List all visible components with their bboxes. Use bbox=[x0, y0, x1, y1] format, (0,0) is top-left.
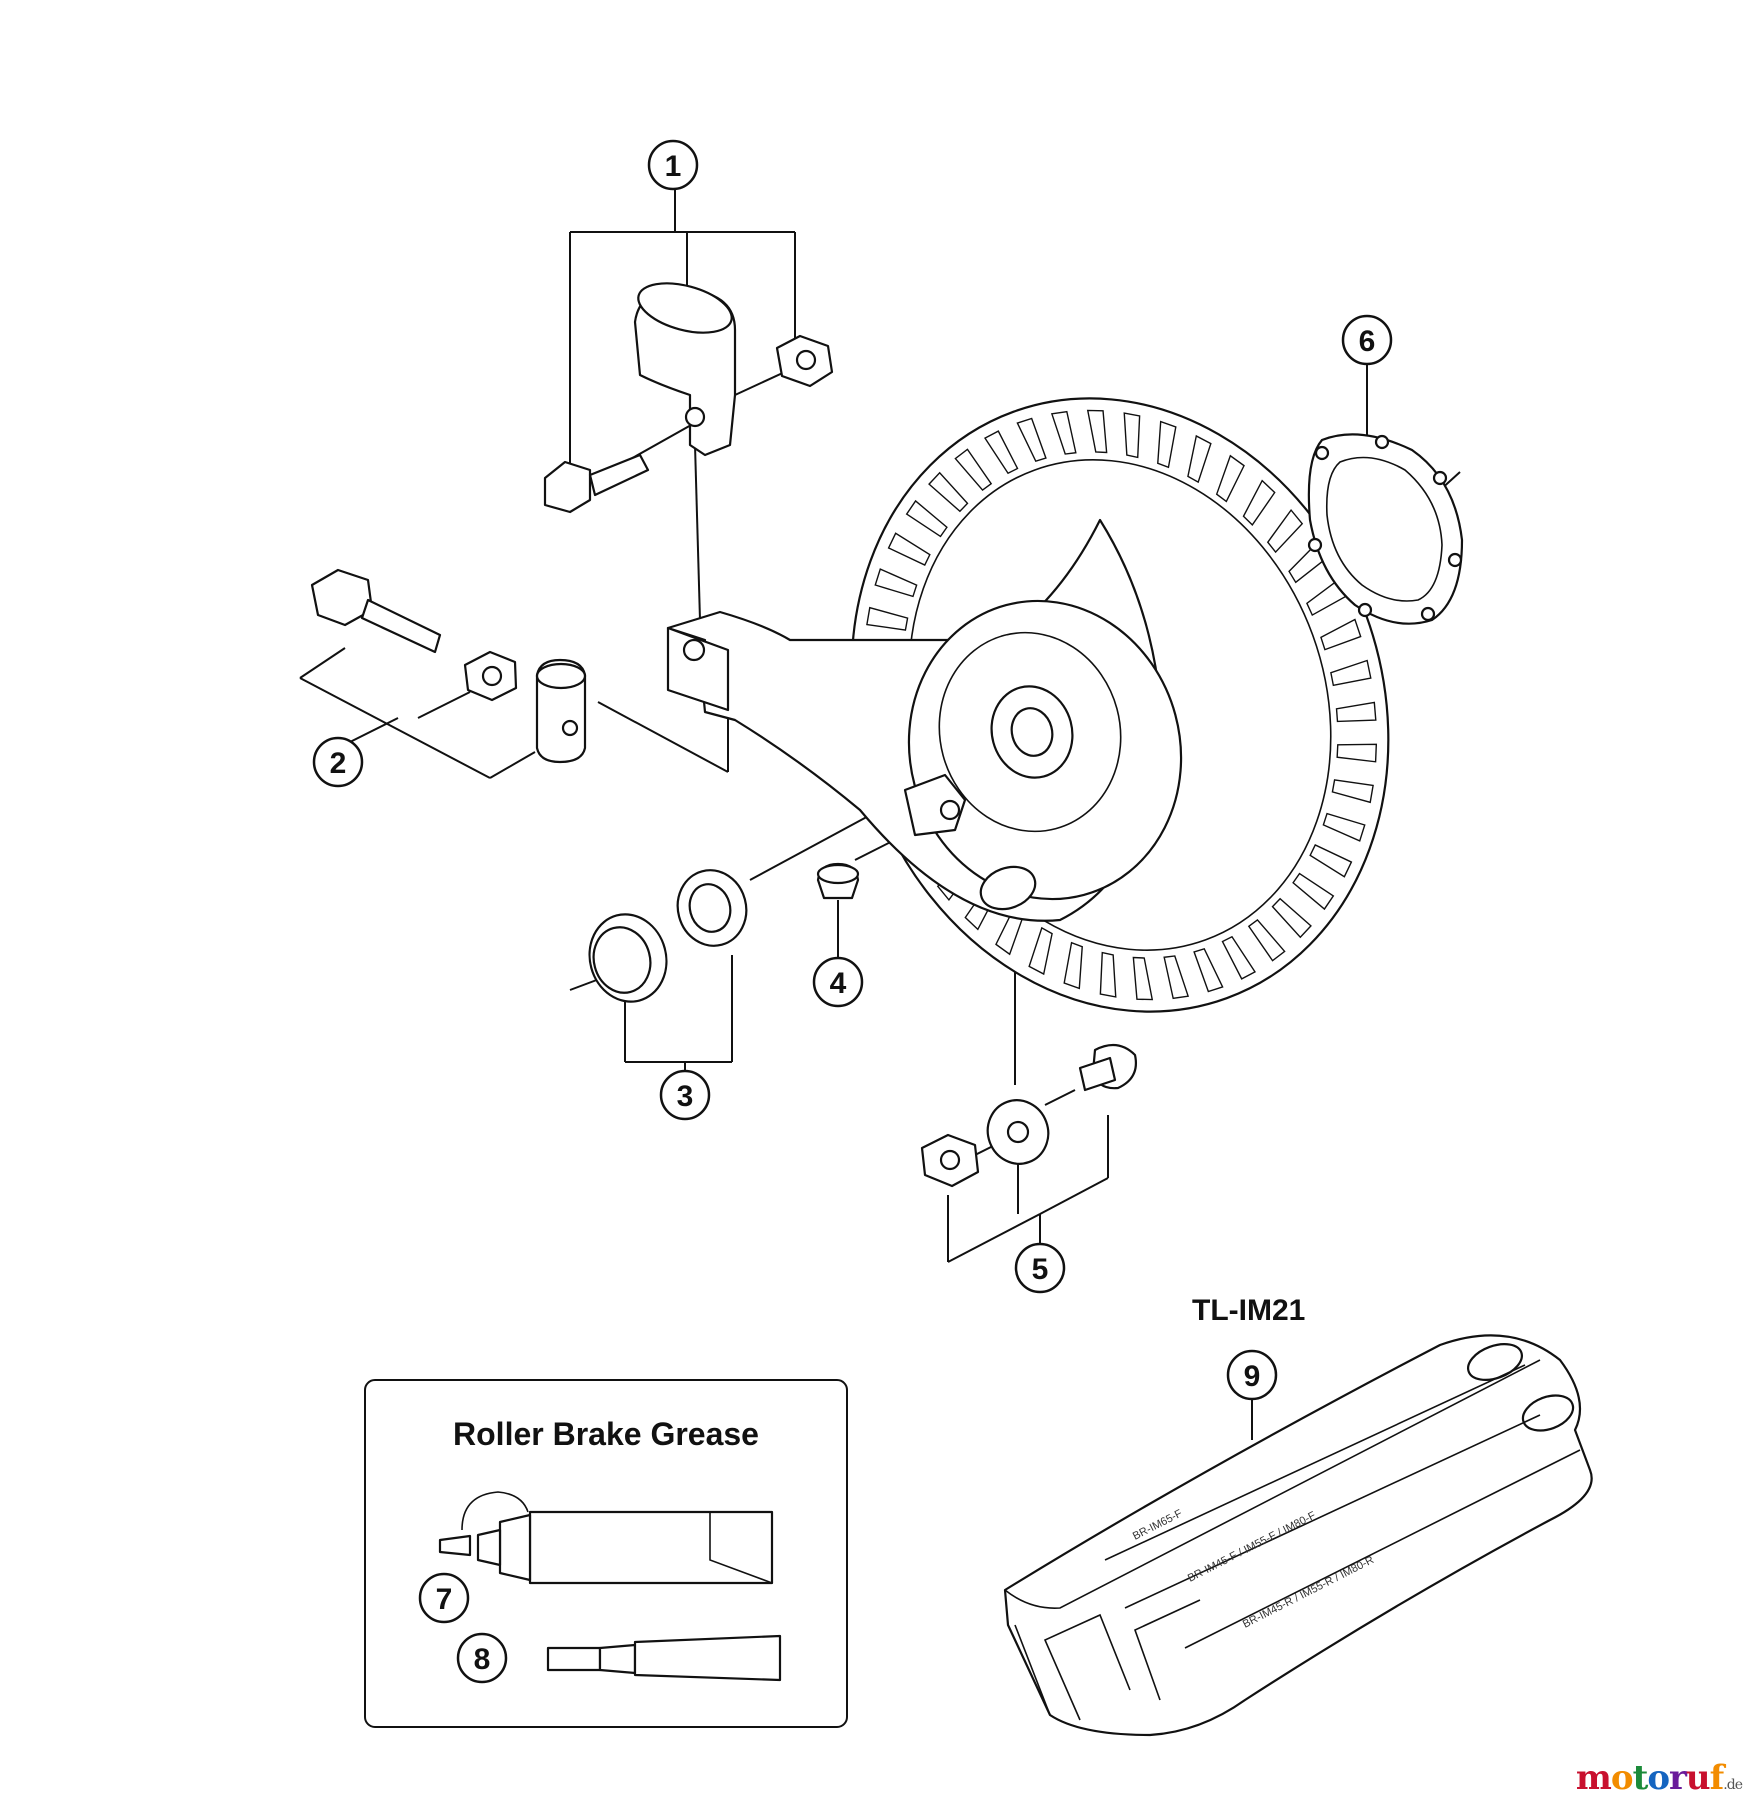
svg-text:3: 3 bbox=[677, 1080, 694, 1113]
callouts: 1 2 3 4 5 6 7 8 bbox=[312, 139, 1393, 1684]
cooling-fin bbox=[887, 532, 931, 566]
cooling-fin bbox=[1215, 454, 1245, 503]
cooling-fin bbox=[866, 606, 909, 631]
watermark-letter: u bbox=[1685, 1758, 1711, 1798]
cooling-fin bbox=[1086, 409, 1108, 454]
motoruf-watermark-logo: motoruf.de bbox=[1575, 1758, 1743, 1798]
callout-7: 7 bbox=[418, 1572, 470, 1624]
svg-text:2: 2 bbox=[330, 747, 347, 780]
watermark-letters: motoruf bbox=[1575, 1758, 1725, 1798]
cooling-fin bbox=[1099, 951, 1117, 998]
watermark-letter: o bbox=[1647, 1758, 1670, 1798]
watermark-letter: f bbox=[1709, 1758, 1725, 1798]
watermark-letter: o bbox=[1610, 1758, 1634, 1798]
part-7-grease-bottle bbox=[438, 1491, 774, 1585]
part-4-plug bbox=[816, 862, 860, 900]
svg-text:8: 8 bbox=[474, 1643, 491, 1676]
tool-name: TL-IM21 bbox=[1192, 1294, 1305, 1327]
cooling-fin bbox=[1132, 956, 1154, 1001]
cooling-fin bbox=[1331, 779, 1374, 804]
part-3-seals bbox=[588, 869, 748, 1003]
cooling-fin bbox=[1266, 508, 1304, 554]
part-9-tool-tl-im21: BR-IM65-F BR-IM45-F / IM55-F / IM80-F BR… bbox=[1003, 1334, 1593, 1737]
svg-text:5: 5 bbox=[1032, 1253, 1049, 1286]
cooling-fin bbox=[905, 499, 948, 538]
watermark-letter: m bbox=[1575, 1758, 1612, 1798]
cooling-fin bbox=[983, 430, 1019, 475]
brake-housing bbox=[666, 397, 1390, 1013]
cooling-fin bbox=[1193, 947, 1224, 993]
cooling-fin bbox=[1242, 479, 1276, 527]
cooling-fin bbox=[1335, 701, 1377, 723]
cooling-fin bbox=[1016, 417, 1047, 463]
cooling-fin bbox=[1247, 918, 1286, 962]
cooling-fin bbox=[1163, 955, 1190, 1000]
svg-text:4: 4 bbox=[830, 967, 847, 1000]
cooling-fin bbox=[1322, 812, 1366, 842]
cooling-fin bbox=[1050, 410, 1077, 455]
cooling-fin bbox=[954, 448, 993, 492]
cooling-fin bbox=[1157, 420, 1177, 469]
cooling-fin bbox=[1320, 618, 1362, 651]
part-8-grease-tube bbox=[546, 1634, 782, 1682]
svg-text:1: 1 bbox=[665, 150, 682, 183]
watermark-letter: r bbox=[1669, 1758, 1687, 1798]
cooling-fin bbox=[874, 568, 918, 598]
callout-2: 2 bbox=[312, 736, 364, 788]
cooling-fin bbox=[1271, 897, 1312, 939]
callout-9: 9 bbox=[1226, 1349, 1278, 1401]
callout-1: 1 bbox=[647, 139, 699, 191]
part-1-clamp-band bbox=[543, 282, 834, 514]
svg-text:6: 6 bbox=[1359, 325, 1376, 358]
watermark-letter: t bbox=[1632, 1758, 1649, 1798]
cooling-fin bbox=[1123, 412, 1141, 459]
callout-8: 8 bbox=[456, 1632, 508, 1684]
cooling-fin bbox=[1330, 659, 1372, 687]
part-2-adjusting-bolt bbox=[310, 568, 587, 764]
grease-box: Roller Brake Grease bbox=[364, 1379, 848, 1728]
cooling-fin bbox=[1187, 434, 1212, 484]
callout-5: 5 bbox=[1014, 1242, 1066, 1294]
callout-3: 3 bbox=[659, 1069, 711, 1121]
callout-6: 6 bbox=[1341, 314, 1393, 366]
cooling-fin bbox=[1309, 844, 1353, 878]
callout-4: 4 bbox=[812, 956, 864, 1008]
watermark-suffix: .de bbox=[1723, 1777, 1743, 1793]
cooling-fin bbox=[928, 471, 969, 513]
svg-text:9: 9 bbox=[1244, 1360, 1261, 1393]
grease-box-title: Roller Brake Grease bbox=[453, 1416, 759, 1452]
cooling-fin bbox=[1292, 872, 1335, 911]
part-5-bolt-set bbox=[920, 1043, 1137, 1188]
cooling-fin bbox=[1063, 941, 1083, 990]
cooling-fin bbox=[1028, 926, 1053, 976]
svg-text:7: 7 bbox=[436, 1583, 453, 1616]
part-6-cover-plate bbox=[1307, 433, 1464, 625]
cooling-fin bbox=[1221, 935, 1256, 980]
cooling-fin bbox=[1336, 743, 1378, 763]
